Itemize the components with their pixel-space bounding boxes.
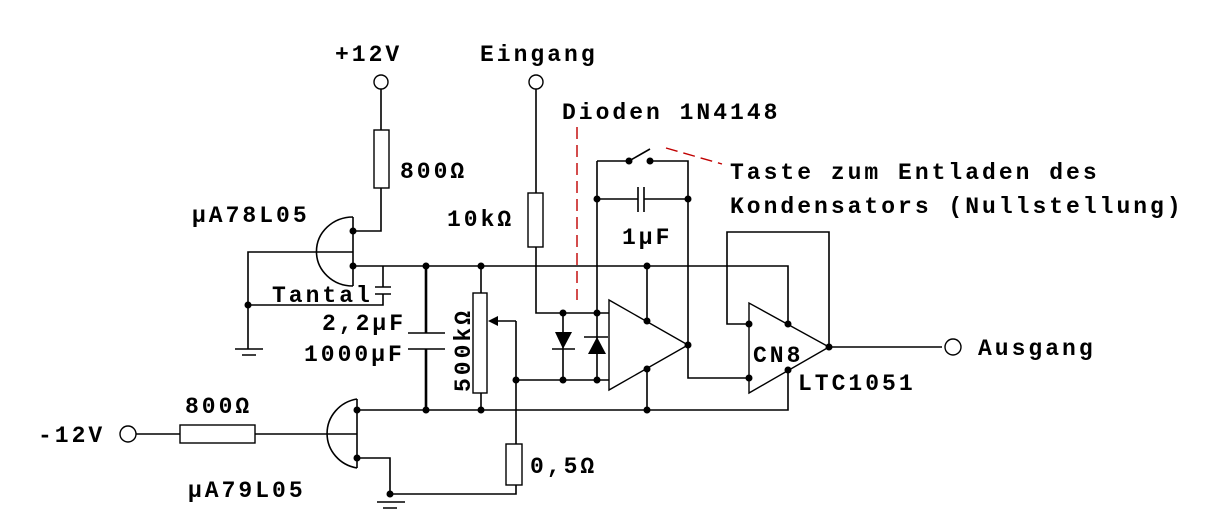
input-label: Eingang <box>480 42 598 68</box>
opamp-name-label: CN8 <box>753 343 803 369</box>
negative-rail <box>357 370 789 411</box>
resistor-800-top <box>373 129 390 189</box>
output-terminal <box>944 338 962 356</box>
reg-neg-label: µA79L05 <box>188 478 306 504</box>
diodes <box>552 161 608 384</box>
r-shunt-label: 0,5Ω <box>530 454 597 480</box>
opamp-type-label: LTC1051 <box>798 371 916 397</box>
tantal-value-label: 2,2µF <box>322 311 406 337</box>
resistor-10k <box>527 192 544 248</box>
c-feedback-label: 1µF <box>622 225 672 251</box>
pot-label: 500kΩ <box>451 308 477 392</box>
input-terminal <box>528 74 544 90</box>
button-label-1: Taste zum Entladen des <box>730 160 1100 186</box>
resistor-0-5 <box>505 443 523 486</box>
button-label-2: Kondensators (Nullstellung) <box>730 194 1184 220</box>
r-top-label: 800Ω <box>400 159 467 185</box>
resistor-800-bottom <box>179 424 256 444</box>
pos-supply-terminal <box>373 74 389 90</box>
output-label: Ausgang <box>978 336 1096 362</box>
capacitor-tantal <box>248 266 391 306</box>
r-input-label: 10kΩ <box>447 207 514 233</box>
reg-pos-label: µA78L05 <box>192 203 310 229</box>
neg-supply-terminal <box>119 425 137 443</box>
positive-rail <box>353 265 789 324</box>
pos-supply-branch <box>353 74 390 232</box>
regulator-78l05 <box>235 216 357 356</box>
reset-switch <box>625 157 633 165</box>
opamp-cn8 <box>726 231 962 395</box>
tantal-label: Tantal <box>272 283 373 309</box>
neg-supply-label: -12V <box>38 423 105 449</box>
c-bulk-label: 1000µF <box>304 342 405 368</box>
neg-supply-branch <box>119 398 405 509</box>
diodes-label: Dioden 1N4148 <box>562 100 780 126</box>
feedback-network <box>593 148 692 345</box>
capacitor-1000uf <box>408 266 445 410</box>
button-pointer <box>665 147 723 165</box>
r-bottom-label: 800Ω <box>185 394 252 420</box>
opamp-integrator <box>608 266 749 410</box>
potentiometer-500k <box>390 266 523 495</box>
pos-supply-label: +12V <box>335 42 402 68</box>
